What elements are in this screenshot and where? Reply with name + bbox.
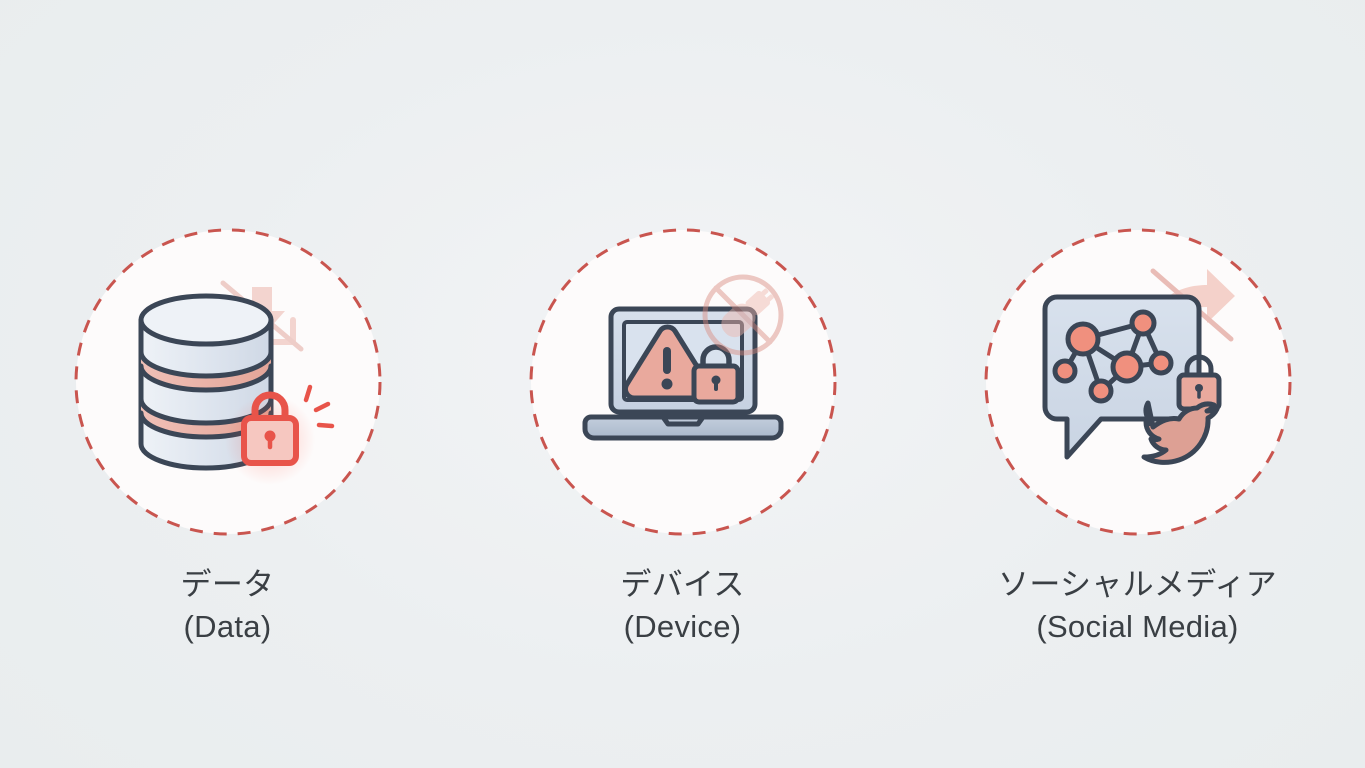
category-column-device[interactable]: デバイス (Device) [455, 0, 910, 648]
laptop-warning-locked-icon [568, 267, 798, 497]
social-media-caption: ソーシャルメディア (Social Media) [998, 565, 1277, 648]
social-media-label-en: (Social Media) [1036, 609, 1239, 645]
padlock-icon [224, 384, 334, 485]
device-label-en: (Device) [623, 609, 742, 645]
data-caption: データ (Data) [181, 565, 275, 648]
social-media-label-jp: ソーシャルメディア [998, 567, 1277, 602]
usb-blocked-icon [702, 274, 783, 356]
database-locked-icon [113, 267, 343, 497]
padlock-icon [691, 344, 740, 405]
device-caption: デバイス (Device) [620, 565, 744, 648]
twitter-bird-icon [1141, 400, 1219, 465]
category-column-social-media[interactable]: ソーシャルメディア (Social Media) [910, 0, 1365, 648]
data-icon-circle[interactable] [67, 221, 389, 543]
social-media-icon-circle[interactable] [977, 221, 1299, 543]
data-label-jp: データ [180, 567, 275, 602]
device-label-jp: デバイス [620, 567, 745, 602]
data-label-en: (Data) [183, 609, 272, 645]
network-graph [1052, 309, 1173, 404]
device-icon-circle[interactable] [522, 221, 844, 543]
social-network-bubble-icon [1023, 267, 1253, 497]
category-column-data[interactable]: データ (Data) [0, 0, 455, 648]
